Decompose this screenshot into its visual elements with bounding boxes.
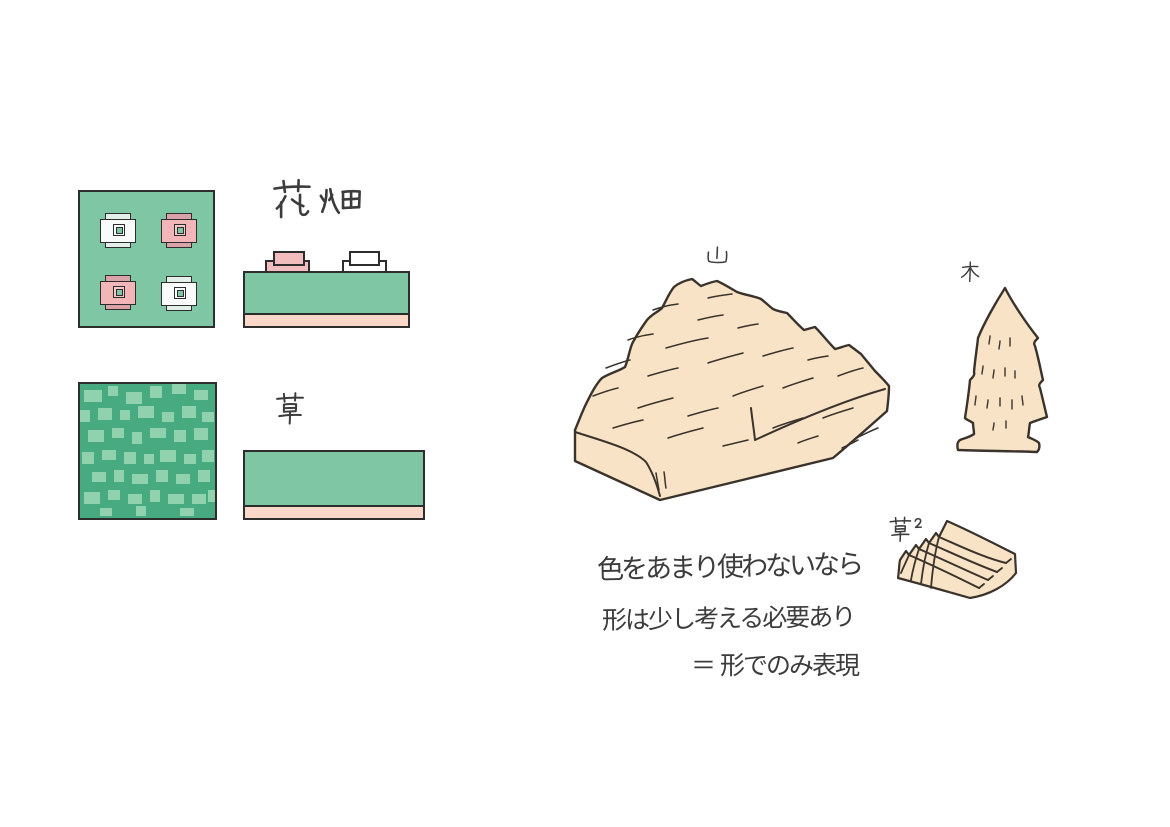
grass-texture <box>80 384 215 518</box>
kusa-kanji-drawing <box>276 392 304 425</box>
flower-block-top-pink <box>273 251 305 266</box>
mountain-sketch <box>558 268 903 513</box>
flower-block-top-white <box>349 251 380 266</box>
flower-field-side-soil <box>243 315 410 328</box>
flower-center-hole <box>116 227 123 234</box>
grass-side-soil <box>243 507 425 520</box>
grass-side-green <box>243 450 425 507</box>
flower-icon <box>161 276 197 311</box>
flower-field-top-view <box>78 190 215 328</box>
kusa2-kanji-drawing <box>889 516 922 542</box>
flower-icon <box>100 213 136 248</box>
flower-center-hole <box>116 289 123 296</box>
flower-field-label: 花畑 <box>268 174 368 226</box>
tree-label: 木 <box>957 259 983 285</box>
note-line-2: 形は少し考える必要あり <box>601 602 855 635</box>
note-line-1: 色をあまり使わないなら <box>596 549 862 586</box>
flower-icon <box>100 275 136 310</box>
flower-field-side-green <box>243 271 410 315</box>
flower-center-hole <box>177 290 184 297</box>
mountain-label: 山 <box>704 243 732 267</box>
tree-sketch <box>946 276 1052 458</box>
grass2-label: 草2 <box>886 515 926 546</box>
grass-label: 草 <box>272 390 308 430</box>
grass-top-view <box>78 382 217 520</box>
flower-center-hole <box>177 227 184 234</box>
hanabatake-kanji-drawing <box>273 178 361 219</box>
grass2-sketch <box>891 516 1026 608</box>
ki-kanji-drawing <box>960 261 980 283</box>
yama-kanji-drawing <box>707 246 728 264</box>
note-line-3: ＝ 形でのみ表現 <box>691 651 860 680</box>
flower-icon <box>161 213 197 248</box>
